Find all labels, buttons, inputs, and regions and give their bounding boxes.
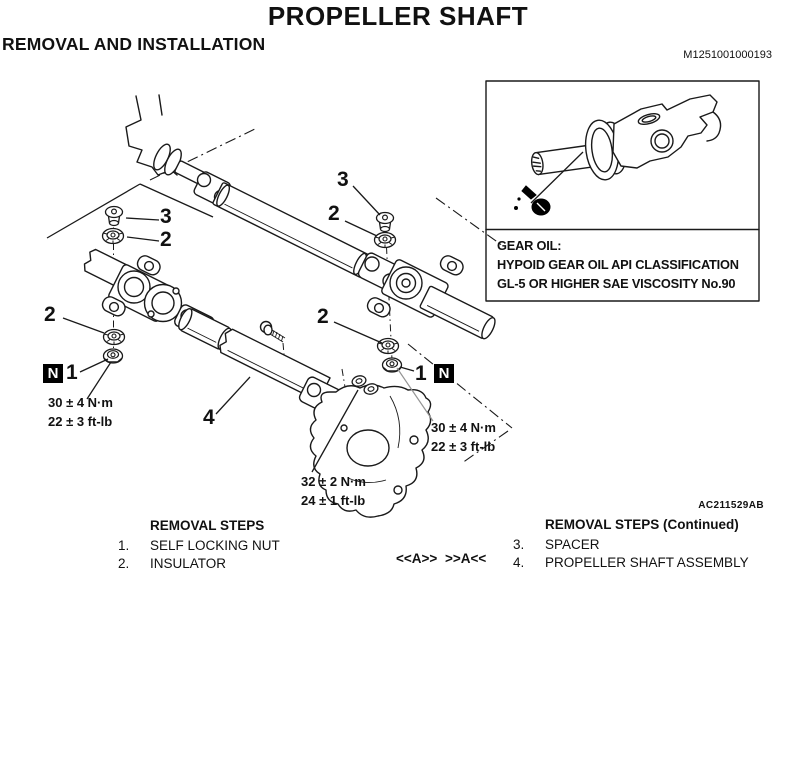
- legend-item-1: 1. SELF LOCKING NUT: [118, 538, 280, 553]
- gear-oil-inset-box: [485, 80, 760, 302]
- legend-item-1-num: 1.: [118, 538, 130, 553]
- torque-left-imperial: 22 ± 3 ft-lb: [48, 413, 113, 429]
- self-locking-nut-left: [102, 348, 124, 364]
- callout-spacer-mid: 3: [337, 168, 349, 191]
- torque-left-metric: 30 ± 4 N·m: [48, 395, 113, 410]
- document-number: M1251001000193: [683, 49, 772, 61]
- insulator-part-mid-upper: [373, 231, 397, 249]
- n-flag-right: N: [434, 364, 454, 383]
- removal-steps-heading: REMOVAL STEPS: [150, 518, 265, 533]
- gear-oil-caption-line1: GEAR OIL:: [497, 238, 562, 253]
- torque-label-right: 30 ± 4 N·m 22 ± 3 ft-lb: [431, 419, 496, 457]
- torque-label-left: 30 ± 4 N·m 22 ± 3 ft-lb: [48, 394, 113, 432]
- callout-spacer-left: 3: [160, 205, 172, 228]
- figure-code: AC211529AB: [698, 500, 764, 511]
- spacer-part-mid: [375, 211, 395, 233]
- marker-a-backward: >>A<<: [445, 551, 487, 566]
- transmission-outline: [125, 94, 182, 176]
- legend-item-3-num: 3.: [513, 537, 525, 552]
- page-title: PROPELLER SHAFT: [267, 1, 529, 31]
- torque-right-metric: 30 ± 4 N·m: [431, 420, 496, 435]
- leader-lines: [62, 185, 434, 473]
- callout-insulator-left-lower: 2: [44, 303, 56, 326]
- removal-steps-continued-heading: REMOVAL STEPS (Continued): [545, 517, 739, 532]
- legend-item-2-label: INSULATOR: [150, 556, 227, 571]
- callout-nut-left: 1: [66, 361, 78, 384]
- torque-right-imperial: 22 ± 3 ft-lb: [431, 438, 496, 454]
- sleeve-yoke-figure: [530, 94, 722, 204]
- legend-item-2: 2. INSULATOR: [118, 556, 226, 571]
- legend-item-3: 3. SPACER: [513, 537, 600, 552]
- insulator-part-mid-lower: [376, 337, 400, 355]
- legend-item-4-label: PROPELLER SHAFT ASSEMBLY: [545, 555, 749, 570]
- torque-center-imperial: 24 ± 1 ft-lb: [301, 492, 366, 508]
- n-flag-left: N: [43, 364, 63, 383]
- insulator-part-left-upper: [101, 227, 125, 245]
- torque-label-center: 32 ± 2 N·m 24 ± 1 ft-lb: [301, 473, 366, 511]
- legend-item-4: 4. PROPELLER SHAFT ASSEMBLY: [513, 555, 749, 570]
- callout-nut-right: 1: [415, 362, 427, 385]
- spacer-part-left: [104, 205, 124, 227]
- callout-insulator-mid-upper: 2: [328, 202, 340, 225]
- legend-item-2-num: 2.: [118, 556, 130, 571]
- callout-insulator-left-upper: 2: [160, 228, 172, 251]
- legend-item-3-label: SPACER: [545, 537, 600, 552]
- section-title: REMOVAL AND INSTALLATION: [2, 34, 266, 54]
- callout-insulator-mid-lower: 2: [317, 305, 329, 328]
- marker-a-forward: <<A>>: [396, 551, 438, 566]
- gear-oil-caption-line2: HYPOID GEAR OIL API CLASSIFICATION: [497, 256, 739, 272]
- phantom-lines: [46, 127, 513, 464]
- rear-tube: [419, 285, 496, 340]
- legend-item-4-num: 4.: [513, 555, 525, 570]
- legend-item-1-label: SELF LOCKING NUT: [150, 538, 280, 553]
- torque-center-metric: 32 ± 2 N·m: [301, 474, 366, 489]
- differential-housing: [309, 384, 432, 518]
- bolt: [259, 320, 286, 343]
- oil-can-icon: [514, 185, 551, 216]
- gear-oil-caption-line3: GL-5 OR HIGHER SAE VISCOSITY No.90: [497, 275, 736, 291]
- insulator-part-left-lower: [102, 328, 126, 346]
- callout-shaft-assembly: 4: [203, 406, 215, 429]
- front-propeller-shaft: [174, 160, 404, 293]
- gear-oil-caption: GEAR OIL: HYPOID GEAR OIL API CLASSIFICA…: [497, 237, 739, 294]
